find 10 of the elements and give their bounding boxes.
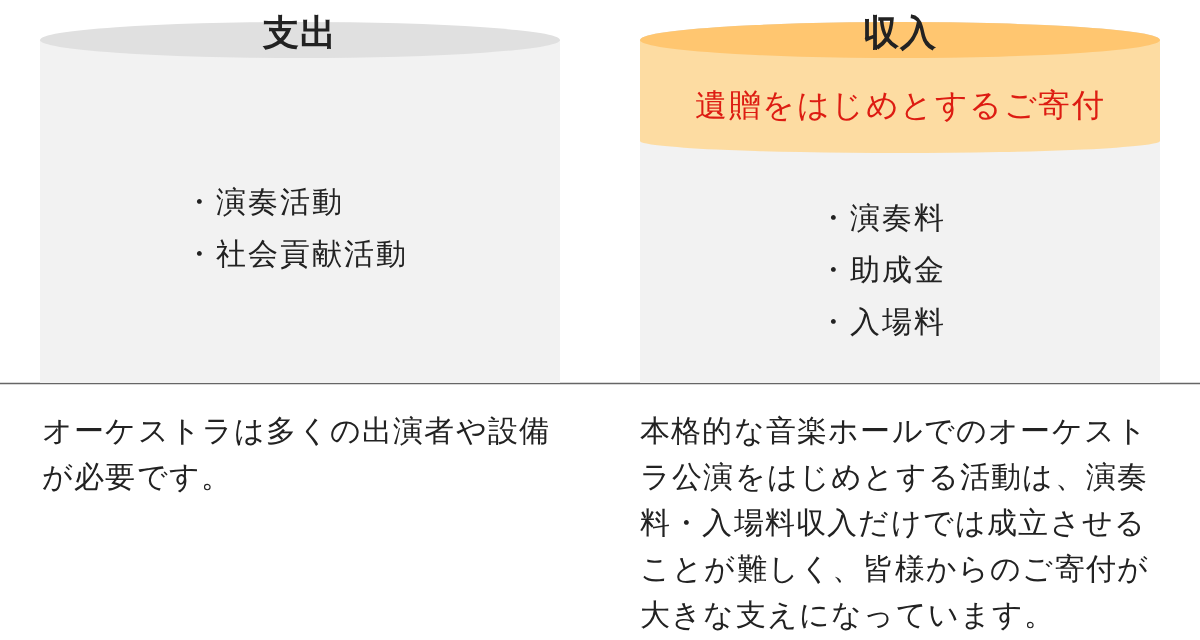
column-heading: 収入 <box>863 11 937 55</box>
description-text: オーケストラは多くの出演者や設備が必要です。 <box>42 412 552 496</box>
column-heading: 支出 <box>263 11 337 55</box>
list-item: ・助成金 <box>818 251 946 289</box>
list-item: ・演奏料 <box>818 199 946 237</box>
list-item: ・入場料 <box>818 303 946 341</box>
list-item: ・演奏活動 <box>184 183 344 221</box>
list-item: ・社会貢献活動 <box>184 235 408 273</box>
highlight-text: 遺贈をはじめとするご寄付 <box>695 85 1105 126</box>
description-text: 本格的な音楽ホールでのオーケストラ公演をはじめとする活動は、演奏料・入場料収入だけでは成立させることが難しく、皆様からのご寄付が大きな支えになっています。 <box>640 412 1151 634</box>
